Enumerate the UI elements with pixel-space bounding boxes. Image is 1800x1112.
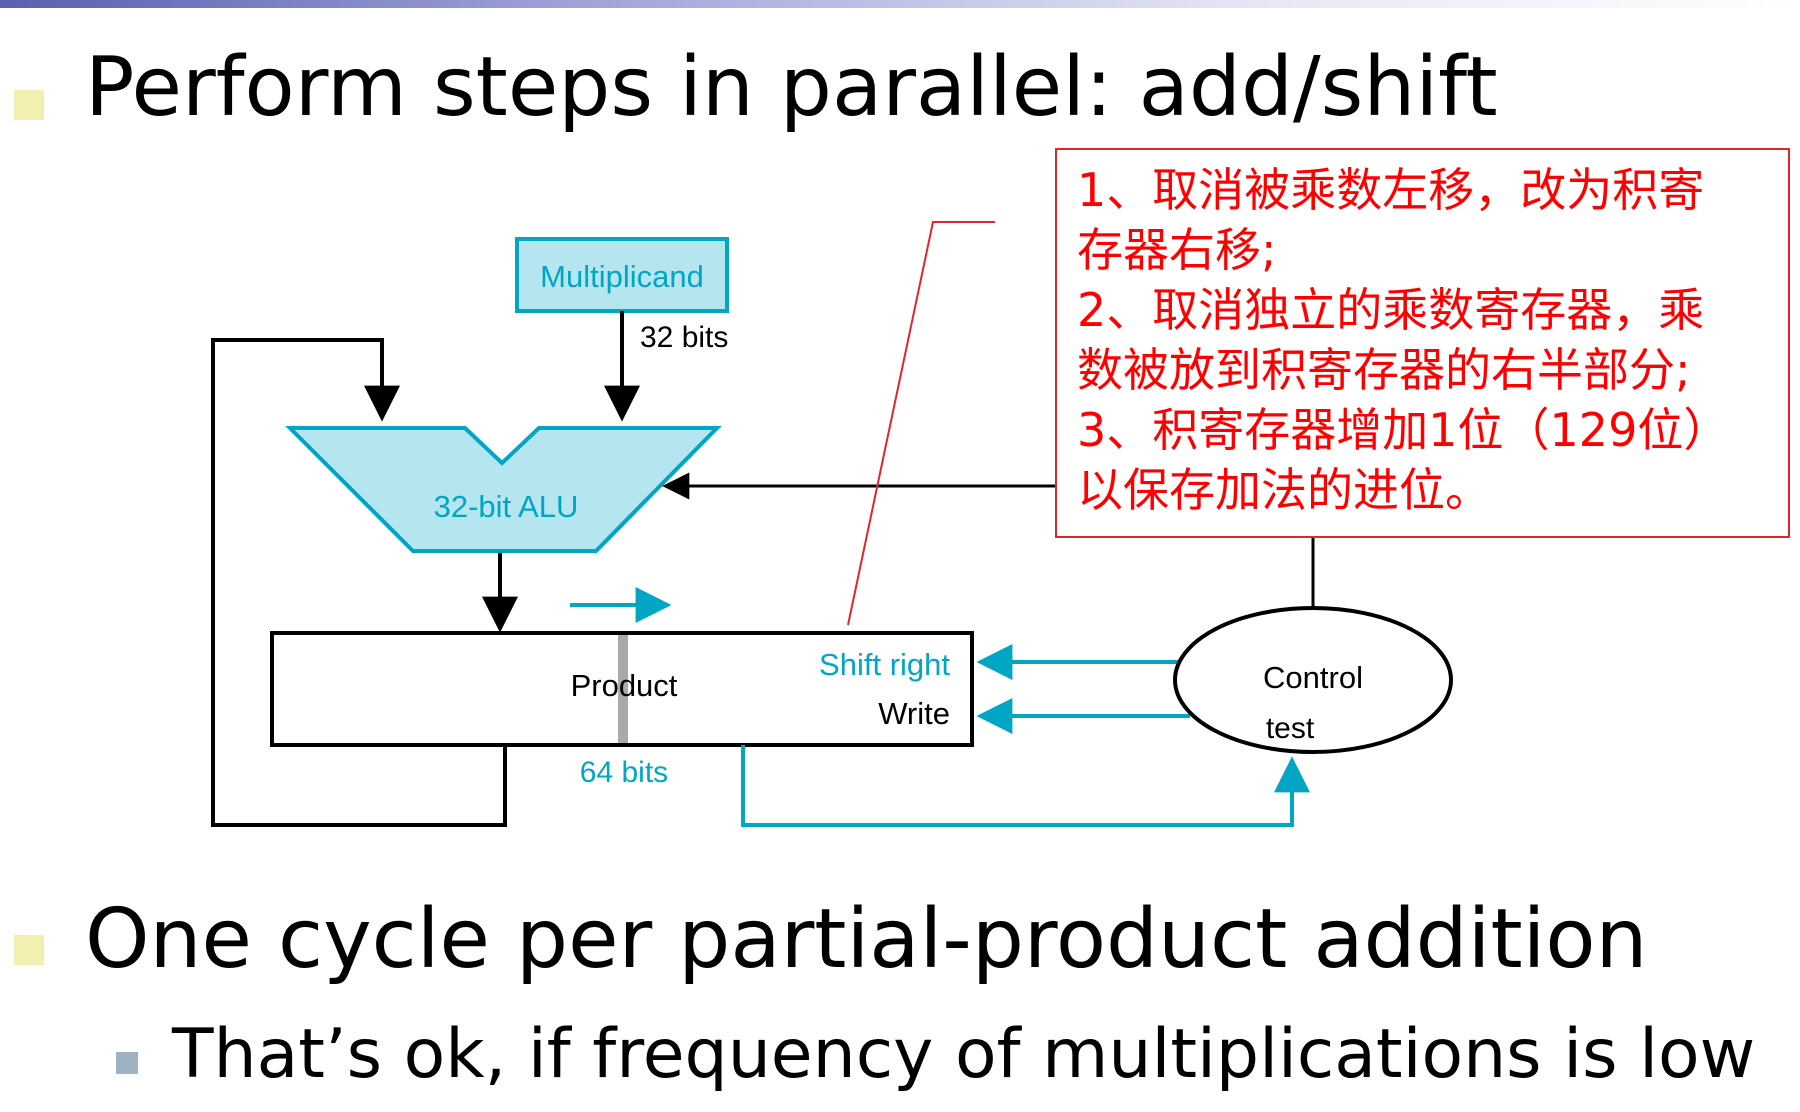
product-label: Product — [571, 668, 678, 703]
multiplicand-register — [515, 237, 729, 313]
alu-shape — [285, 426, 722, 553]
sub-bullet-square — [116, 1052, 138, 1074]
shift-right-label: Shift right — [819, 647, 950, 682]
callout-line: 1、取消被乘数左移，改为积寄 — [1077, 163, 1705, 217]
control-label: Control — [1263, 660, 1363, 695]
callout-line: 存器右移; — [1077, 223, 1277, 277]
feedback-loop-line — [211, 338, 507, 827]
callout-line: 以保存加法的进位。 — [1077, 463, 1491, 517]
slide-heading-2: One cycle per partial-product addition — [85, 892, 1648, 987]
multiplicand-label: Multiplicand — [540, 259, 704, 294]
callout-line: 3、积寄存器增加1位（129位） — [1077, 403, 1730, 457]
slide-subpoint: That’s ok, if frequency of multiplicatio… — [172, 1015, 1756, 1094]
callout-line: 2、取消独立的乘数寄存器，乘 — [1077, 283, 1705, 337]
test-label: test — [1266, 712, 1315, 745]
annotation-callout: 1、取消被乘数左移，改为积寄 存器右移; 2、取消独立的乘数寄存器，乘 数被放到… — [1055, 148, 1790, 538]
alu-label: 32-bit ALU — [434, 489, 579, 524]
control-unit — [1173, 606, 1453, 754]
write-label: Write — [878, 696, 950, 731]
product-to-control-test-line — [741, 745, 1310, 827]
title-bar-gradient — [0, 0, 1800, 8]
bullet-square — [14, 935, 44, 965]
product-width-label: 64 bits — [580, 756, 668, 789]
bullet-square — [14, 90, 44, 120]
slide-heading-1: Perform steps in parallel: add/shift — [85, 40, 1498, 135]
multiplicand-width-label: 32 bits — [640, 321, 728, 354]
callout-line: 数被放到积寄存器的右半部分; — [1077, 343, 1691, 397]
callout-pointer-line — [847, 221, 995, 626]
